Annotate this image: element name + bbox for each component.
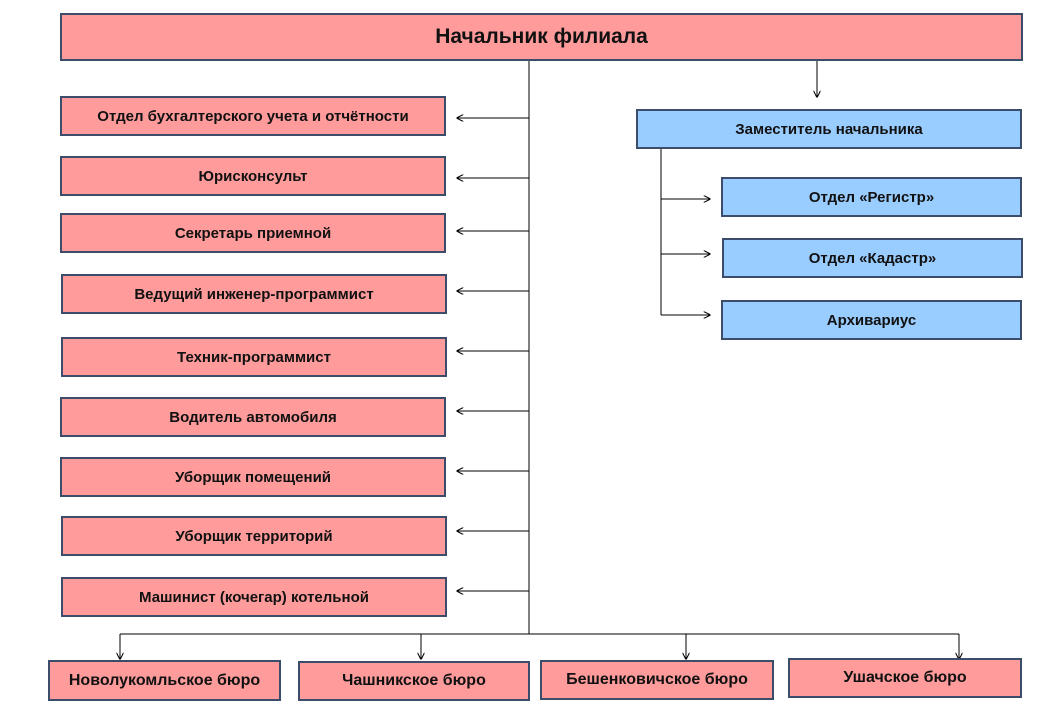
bureau-label: Чашникское бюро: [342, 672, 486, 689]
left-unit-label: Машинист (кочегар) котельной: [139, 588, 369, 606]
head-label: Начальник филиала: [435, 25, 648, 48]
deputy-unit-cadastre: Отдел «Кадастр»: [722, 238, 1023, 278]
left-unit-boiler-operator: Машинист (кочегар) котельной: [61, 577, 447, 617]
left-unit-label: Секретарь приемной: [174, 224, 332, 242]
deputy-label: Заместитель начальника: [735, 120, 923, 138]
bureau-chashniki: Чашникское бюро: [298, 661, 530, 701]
left-unit-legal: Юрисконсульт: [60, 156, 446, 196]
left-unit-cleaner-rooms: Уборщик помещений: [60, 457, 446, 497]
left-unit-accounting: Отдел бухгалтерского учета и отчётности: [60, 96, 446, 136]
head-box: Начальник филиала: [60, 13, 1023, 61]
deputy-box: Заместитель начальника: [636, 109, 1022, 149]
bureau-novolukoml: Новолукомльское бюро: [48, 660, 281, 701]
deputy-unit-register: Отдел «Регистр»: [721, 177, 1022, 217]
left-unit-lead-engineer: Ведущий инженер-программист: [61, 274, 447, 314]
bureau-label: Новолукомльское бюро: [68, 671, 261, 689]
left-unit-label: Техник-программист: [177, 348, 331, 366]
deputy-unit-label: Отдел «Кадастр»: [808, 249, 937, 267]
left-unit-label: Отдел бухгалтерского учета и отчётности: [97, 107, 409, 125]
left-unit-technician: Техник-программист: [61, 337, 447, 377]
deputy-unit-label: Отдел «Регистр»: [808, 188, 935, 206]
left-unit-label: Ведущий инженер-программист: [134, 285, 374, 303]
bureau-label: Ушачское бюро: [843, 669, 967, 686]
bureau-label: Бешенковичское бюро: [566, 671, 748, 688]
left-unit-label: Юрисконсульт: [198, 167, 308, 185]
left-unit-secretary: Секретарь приемной: [60, 213, 446, 253]
left-unit-driver: Водитель автомобиля: [60, 397, 446, 437]
deputy-unit-label: Архивариус: [826, 311, 917, 329]
bureau-beshenkovichi: Бешенковичское бюро: [540, 660, 774, 700]
left-unit-label: Уборщик помещений: [174, 468, 332, 486]
left-unit-cleaner-grounds: Уборщик территорий: [61, 516, 447, 556]
bureau-ushachi: Ушачское бюро: [788, 658, 1022, 698]
left-unit-label: Уборщик территорий: [175, 527, 333, 545]
left-unit-label: Водитель автомобиля: [169, 408, 337, 426]
deputy-unit-archivist: Архивариус: [721, 300, 1022, 340]
